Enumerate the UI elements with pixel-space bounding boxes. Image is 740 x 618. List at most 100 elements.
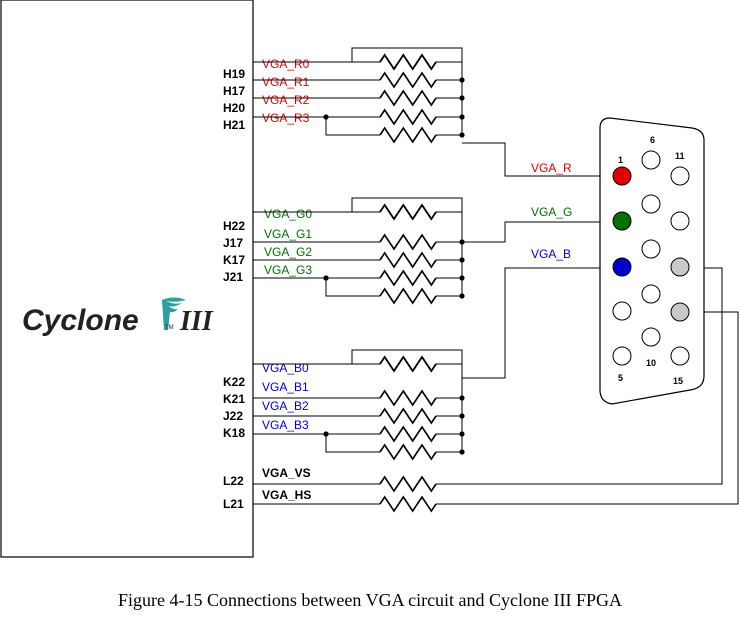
signal-label: VGA_VS bbox=[262, 466, 311, 480]
signal-label: VGA_G1 bbox=[264, 227, 312, 241]
junction-dot bbox=[459, 449, 465, 455]
pin-label: H21 bbox=[223, 118, 245, 132]
pin-label: K17 bbox=[223, 253, 245, 267]
junction-dot bbox=[459, 77, 465, 83]
pin-label: L21 bbox=[223, 497, 244, 511]
wire bbox=[325, 278, 380, 297]
resistor bbox=[379, 71, 437, 89]
pin-label: H17 bbox=[223, 84, 245, 98]
connector-pin bbox=[641, 150, 661, 170]
wire bbox=[462, 267, 614, 379]
figure-caption: Figure 4-15 Connections between VGA circ… bbox=[117, 590, 623, 610]
logo-iii: III bbox=[179, 306, 214, 337]
combined-red-label: VGA_R bbox=[531, 161, 572, 175]
combined-blue-label: VGA_B bbox=[531, 247, 571, 261]
resistor bbox=[379, 108, 437, 126]
resistor bbox=[379, 389, 437, 407]
cyclone-logo: Cyclone TM III bbox=[22, 297, 214, 337]
junction-dot bbox=[459, 132, 465, 138]
signal-label: VGA_B1 bbox=[262, 380, 309, 394]
connector-pin bbox=[641, 284, 661, 304]
signal-label: VGA_R3 bbox=[262, 111, 310, 125]
pin-label: L22 bbox=[223, 474, 244, 488]
red-pin bbox=[612, 166, 632, 186]
pin-number: 5 bbox=[618, 373, 623, 383]
pin-label: K18 bbox=[223, 426, 245, 440]
wire bbox=[462, 142, 614, 177]
pin-labels-green: H22 J17 K17 J21 bbox=[223, 219, 245, 284]
wire bbox=[325, 434, 380, 453]
junction-dots bbox=[323, 77, 465, 455]
signal-label: VGA_HS bbox=[262, 488, 311, 502]
resistor bbox=[379, 233, 437, 251]
combined-green-label: VGA_G bbox=[531, 205, 572, 219]
signal-label: VGA_R1 bbox=[262, 75, 310, 89]
signal-labels-sync: VGA_VS VGA_HS bbox=[262, 466, 311, 502]
junction-dot bbox=[323, 431, 329, 437]
pin-number: 15 bbox=[673, 376, 683, 386]
signal-label: VGA_G0 bbox=[264, 207, 312, 221]
fpga-block bbox=[0, 0, 254, 558]
pin-label: K21 bbox=[223, 392, 245, 406]
green-pin bbox=[612, 211, 632, 231]
pin-label: J17 bbox=[223, 236, 243, 250]
resistor bbox=[379, 53, 437, 71]
pin-labels-blue: K22 K21 J22 K18 bbox=[223, 375, 245, 440]
resistor bbox=[379, 251, 437, 269]
swirl-icon bbox=[162, 297, 186, 330]
resistor bbox=[379, 475, 437, 493]
resistor bbox=[379, 269, 437, 287]
signal-labels-green: VGA_G0 VGA_G1 VGA_G2 VGA_G3 bbox=[264, 207, 312, 277]
resistor bbox=[379, 407, 437, 425]
pin-labels-red: H19 H17 H20 H21 bbox=[223, 67, 245, 132]
hsync-pin bbox=[670, 257, 690, 277]
vga-connector: 6 1 11 5 10 15 bbox=[599, 117, 705, 405]
connector-pin bbox=[641, 194, 661, 214]
connector-pin bbox=[641, 239, 661, 259]
signal-label: VGA_B2 bbox=[262, 399, 309, 413]
logo-text: Cyclone bbox=[22, 304, 139, 337]
wire bbox=[325, 117, 380, 136]
resistor bbox=[379, 355, 437, 373]
resistor bbox=[379, 443, 437, 461]
pin-number: 10 bbox=[646, 358, 656, 368]
pin-number: 6 bbox=[650, 135, 655, 145]
resistor bbox=[379, 425, 437, 443]
junction-dot bbox=[459, 114, 465, 120]
junction-dot bbox=[459, 395, 465, 401]
junction-dot bbox=[459, 431, 465, 437]
resistor bbox=[379, 287, 437, 305]
resistor bbox=[379, 203, 437, 221]
connector-pin bbox=[670, 166, 690, 186]
signal-label: VGA_G3 bbox=[264, 263, 312, 277]
wire bbox=[436, 311, 739, 505]
pin-label: H22 bbox=[223, 219, 245, 233]
resistor bbox=[379, 89, 437, 107]
junction-dot bbox=[323, 114, 329, 120]
junction-dot bbox=[323, 275, 329, 281]
resistor bbox=[379, 126, 437, 144]
logo-tm: TM bbox=[165, 325, 174, 331]
junction-dot bbox=[459, 257, 465, 263]
pin-number: 11 bbox=[675, 151, 685, 161]
pin-label: H19 bbox=[223, 67, 245, 81]
wire bbox=[462, 221, 614, 243]
junction-dot bbox=[459, 95, 465, 101]
signal-label: VGA_B0 bbox=[262, 361, 309, 375]
signal-labels-red: VGA_R0 VGA_R1 VGA_R2 VGA_R3 bbox=[262, 57, 310, 125]
signal-label: VGA_R0 bbox=[262, 57, 310, 71]
resistor-network bbox=[379, 53, 437, 513]
connector-shell bbox=[599, 117, 705, 405]
connector-pin bbox=[641, 327, 661, 347]
connector-pin bbox=[612, 346, 632, 366]
blue-pin bbox=[612, 257, 632, 277]
vsync-pin bbox=[670, 302, 690, 322]
connector-pin bbox=[670, 346, 690, 366]
pin-label: J21 bbox=[223, 270, 243, 284]
signal-labels-blue: VGA_B0 VGA_B1 VGA_B2 VGA_B3 bbox=[262, 361, 309, 432]
pin-label: H20 bbox=[223, 101, 245, 115]
junction-dot bbox=[459, 293, 465, 299]
pin-labels-sync: L22 L21 bbox=[223, 474, 244, 511]
signal-label: VGA_R2 bbox=[262, 93, 310, 107]
